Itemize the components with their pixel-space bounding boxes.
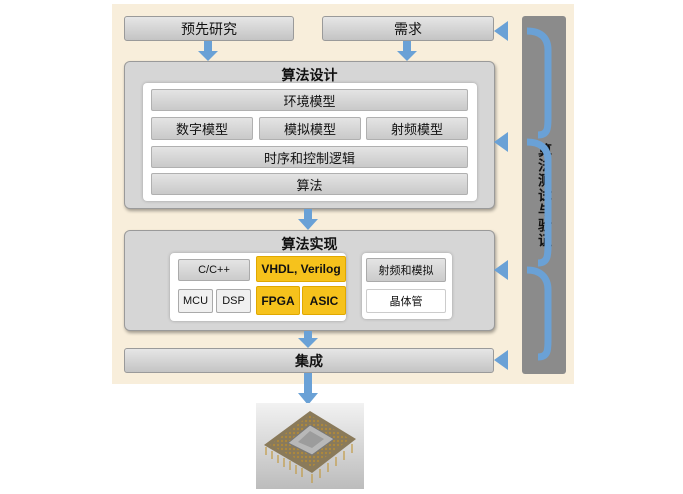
rf-analog-box: 射频和模拟 <box>366 258 446 282</box>
analog-model: 模拟模型 <box>259 117 361 140</box>
demand-box: 需求 <box>322 16 494 41</box>
algorithm-row: 算法 <box>151 173 468 195</box>
bracket-impl-design <box>526 138 552 267</box>
cpp-box: C/C++ <box>178 259 250 281</box>
arrow-research-down <box>198 41 218 61</box>
algorithm-implementation-title: 算法实现 <box>281 237 338 253</box>
arrowhead-to-design <box>494 132 508 152</box>
arrow-integration-down <box>298 373 318 405</box>
arrow-demand-down <box>397 41 417 61</box>
arrowhead-to-demand <box>494 21 508 41</box>
mcu-box: MCU <box>178 289 213 313</box>
chip-package-image <box>256 403 364 489</box>
dsp-box: DSP <box>216 289 251 313</box>
algorithm-design-title: 算法设计 <box>281 68 338 84</box>
asic-box: ASIC <box>302 286 346 315</box>
integration-box: 集成 <box>124 348 494 373</box>
arrow-design-down <box>298 209 318 230</box>
transistor-box: 晶体管 <box>366 289 446 313</box>
timing-control-logic: 时序和控制逻辑 <box>151 146 468 168</box>
test-verification-bar <box>522 16 566 374</box>
rf-model: 射频模型 <box>366 117 468 140</box>
fpga-box: FPGA <box>256 286 300 315</box>
arrow-impl-down <box>298 331 318 348</box>
arrowhead-to-integration <box>494 350 508 370</box>
bracket-integration-impl <box>526 266 552 361</box>
research-box: 预先研究 <box>124 16 294 41</box>
bracket-design-demand <box>526 27 552 139</box>
environment-model: 环境模型 <box>151 89 468 111</box>
arrowhead-to-impl <box>494 260 508 280</box>
vhdl-verilog-box: VHDL, Verilog <box>256 256 346 282</box>
digital-model: 数字模型 <box>151 117 253 140</box>
